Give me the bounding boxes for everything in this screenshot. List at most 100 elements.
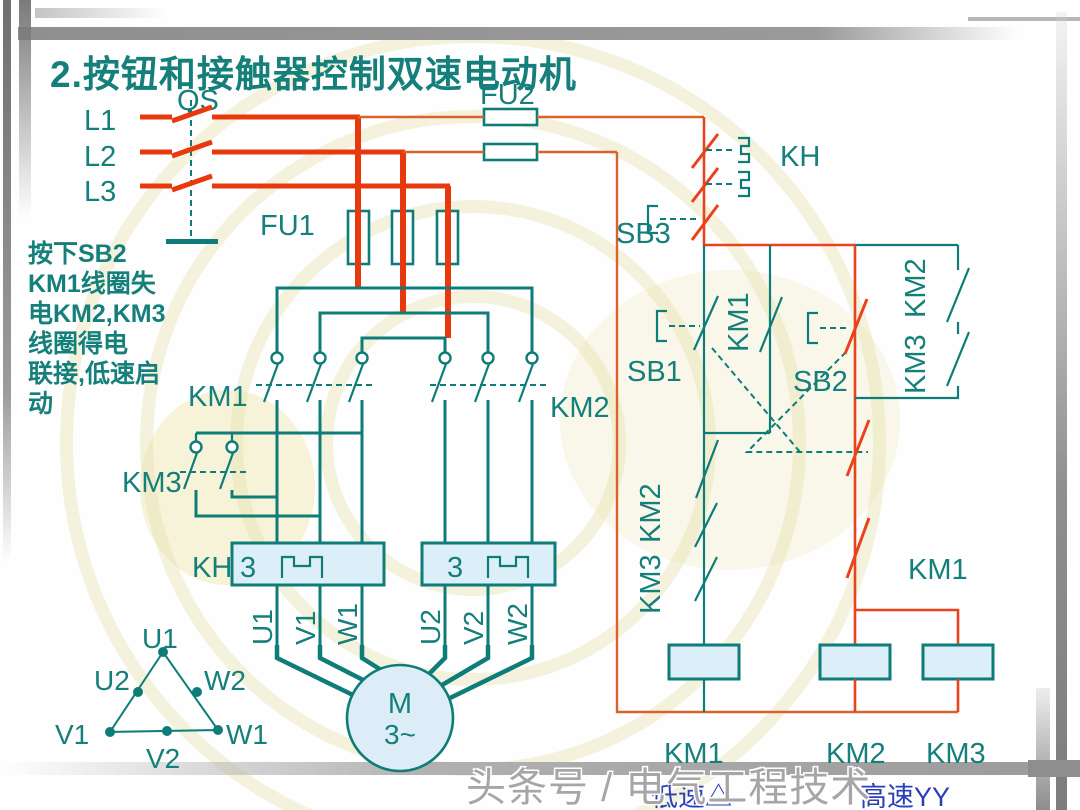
left-vertical-bar <box>3 0 11 562</box>
delta-u2: U2 <box>94 665 130 696</box>
label-km2-main: KM2 <box>550 392 610 424</box>
delta-v1: V1 <box>55 719 89 750</box>
motor-m: M <box>388 688 412 720</box>
delta-w2: W2 <box>204 665 246 696</box>
power-wires <box>140 114 958 714</box>
km1-selfhold-contact <box>758 296 784 353</box>
label-l2: L2 <box>84 141 116 173</box>
kh-thermal-boxes: KH 3 3 <box>192 541 557 645</box>
label-coil-km3: KM3 <box>926 738 986 770</box>
top-gray-bar <box>18 27 1018 40</box>
kh1-number: 3 <box>240 552 256 584</box>
sb2-bracket <box>806 311 818 345</box>
label-sb2: SB2 <box>793 366 848 398</box>
sb3-bracket <box>646 204 658 235</box>
sb1-linked-nc <box>845 419 871 477</box>
delta-w1: W1 <box>226 719 268 750</box>
heater-symbol-1 <box>280 555 324 578</box>
motor-circle <box>345 663 455 773</box>
heater-symbol-2 <box>486 555 530 578</box>
page-title: 2.按钮和接触器控制双速电动机 <box>50 54 577 95</box>
kh-protect-contact: KH <box>690 117 820 206</box>
fu2-fuse-1 <box>482 107 539 127</box>
sb2-linked-nc <box>694 439 720 499</box>
motor-phases: 3~ <box>384 719 416 750</box>
km1-main-contacts: KM1 <box>188 351 372 413</box>
kh-box-1 <box>230 541 386 587</box>
label-w1: W1 <box>332 603 363 645</box>
km2-main-contacts: KM2 <box>430 351 610 424</box>
kh2-number: 3 <box>447 552 463 584</box>
main-columns <box>275 400 534 543</box>
bottom-right-cross-v <box>1036 688 1050 810</box>
branch-km1: SB1 KM1 KM2 KM3 <box>627 245 784 645</box>
label-km1-main: KM1 <box>188 381 248 413</box>
km2-selfhold-contact <box>945 267 971 323</box>
label-km1-nc: KM1 <box>908 554 968 586</box>
bottom-gray-bar <box>0 762 1080 775</box>
qs-bar <box>166 239 218 244</box>
sb2-contact <box>843 298 869 355</box>
label-l3: L3 <box>84 176 116 208</box>
qs-blade-l3 <box>171 173 213 193</box>
main-buses <box>275 286 534 352</box>
kh-reset-hook-2 <box>738 170 751 198</box>
km3-nc-contact <box>694 556 718 602</box>
label-sb1: SB1 <box>627 356 682 388</box>
label-kh-control: KH <box>780 141 820 173</box>
label-w2: W2 <box>502 603 533 645</box>
km3-coil <box>921 643 995 681</box>
km1-nc-contact <box>845 517 871 579</box>
branch-km2-km3: SB2 KM2 KM3 KM1 <box>793 245 971 645</box>
button-interlock-links <box>711 347 868 453</box>
low-speed-label: 低速△ <box>651 782 732 810</box>
delta-diagram: U1 U2 W2 V1 W1 V2 <box>55 623 268 774</box>
label-km3-nc: KM3 <box>635 554 667 614</box>
control-left-rail <box>615 152 958 714</box>
km2-coil <box>818 643 892 681</box>
fu2-fuse-2 <box>482 142 539 162</box>
qs-blade-l2 <box>171 139 213 159</box>
label-km1-aux: KM1 <box>723 292 755 352</box>
label-fu2: FU2 <box>480 79 535 111</box>
label-v2: V2 <box>458 611 489 645</box>
label-km2-nc: KM2 <box>635 483 667 543</box>
left-vertical-bar-2 <box>19 0 31 218</box>
label-km3-aux: KM3 <box>900 334 932 394</box>
phase-labels: L1 L2 L3 QS FU1 FU2 <box>84 79 535 242</box>
annotation-note: 按下SB2 KM1线圈失 电KM2,KM3 线圈得电 联接,低速启 动 <box>28 240 166 418</box>
km2-nc-contact <box>694 502 718 548</box>
km3-main-contacts: KM3 <box>122 431 362 518</box>
high-speed-label: 高速YY <box>860 782 950 810</box>
sb3-stop-button: SB3 <box>616 204 720 250</box>
km1-coil <box>667 643 741 681</box>
delta-v2: V2 <box>146 743 180 774</box>
qs-switch <box>166 100 218 244</box>
label-coil-km1: KM1 <box>664 738 724 770</box>
kh-reset-hook-1 <box>738 136 751 164</box>
top-accent-bar <box>35 8 165 18</box>
watermark-text: 头条号 / 电气工程技术 <box>466 766 872 810</box>
bottom-right-cross-h <box>1028 760 1080 777</box>
top-right-line <box>968 17 1080 21</box>
label-kh-main: KH <box>192 552 232 584</box>
delta-u1: U1 <box>142 623 178 654</box>
terminal-labels: U1 V1 W1 U2 V2 W2 <box>247 603 533 645</box>
label-l1: L1 <box>84 105 116 137</box>
sb1-bracket <box>655 309 667 343</box>
label-sb3: SB3 <box>616 218 671 250</box>
label-coil-km2: KM2 <box>826 738 886 770</box>
right-vertical-bar <box>1056 12 1067 810</box>
km3-selfhold-contact <box>945 331 971 387</box>
label-u2: U2 <box>415 609 446 645</box>
label-fu1: FU1 <box>260 210 315 242</box>
qs-blade-l1 <box>171 104 213 124</box>
contactor-coils: KM1 KM2 KM3 <box>664 643 995 770</box>
sb1-contact <box>692 295 720 351</box>
label-km3-main: KM3 <box>122 467 182 499</box>
label-u1: U1 <box>247 609 278 645</box>
label-v1: V1 <box>290 611 321 645</box>
motor: M 3~ <box>274 645 535 773</box>
